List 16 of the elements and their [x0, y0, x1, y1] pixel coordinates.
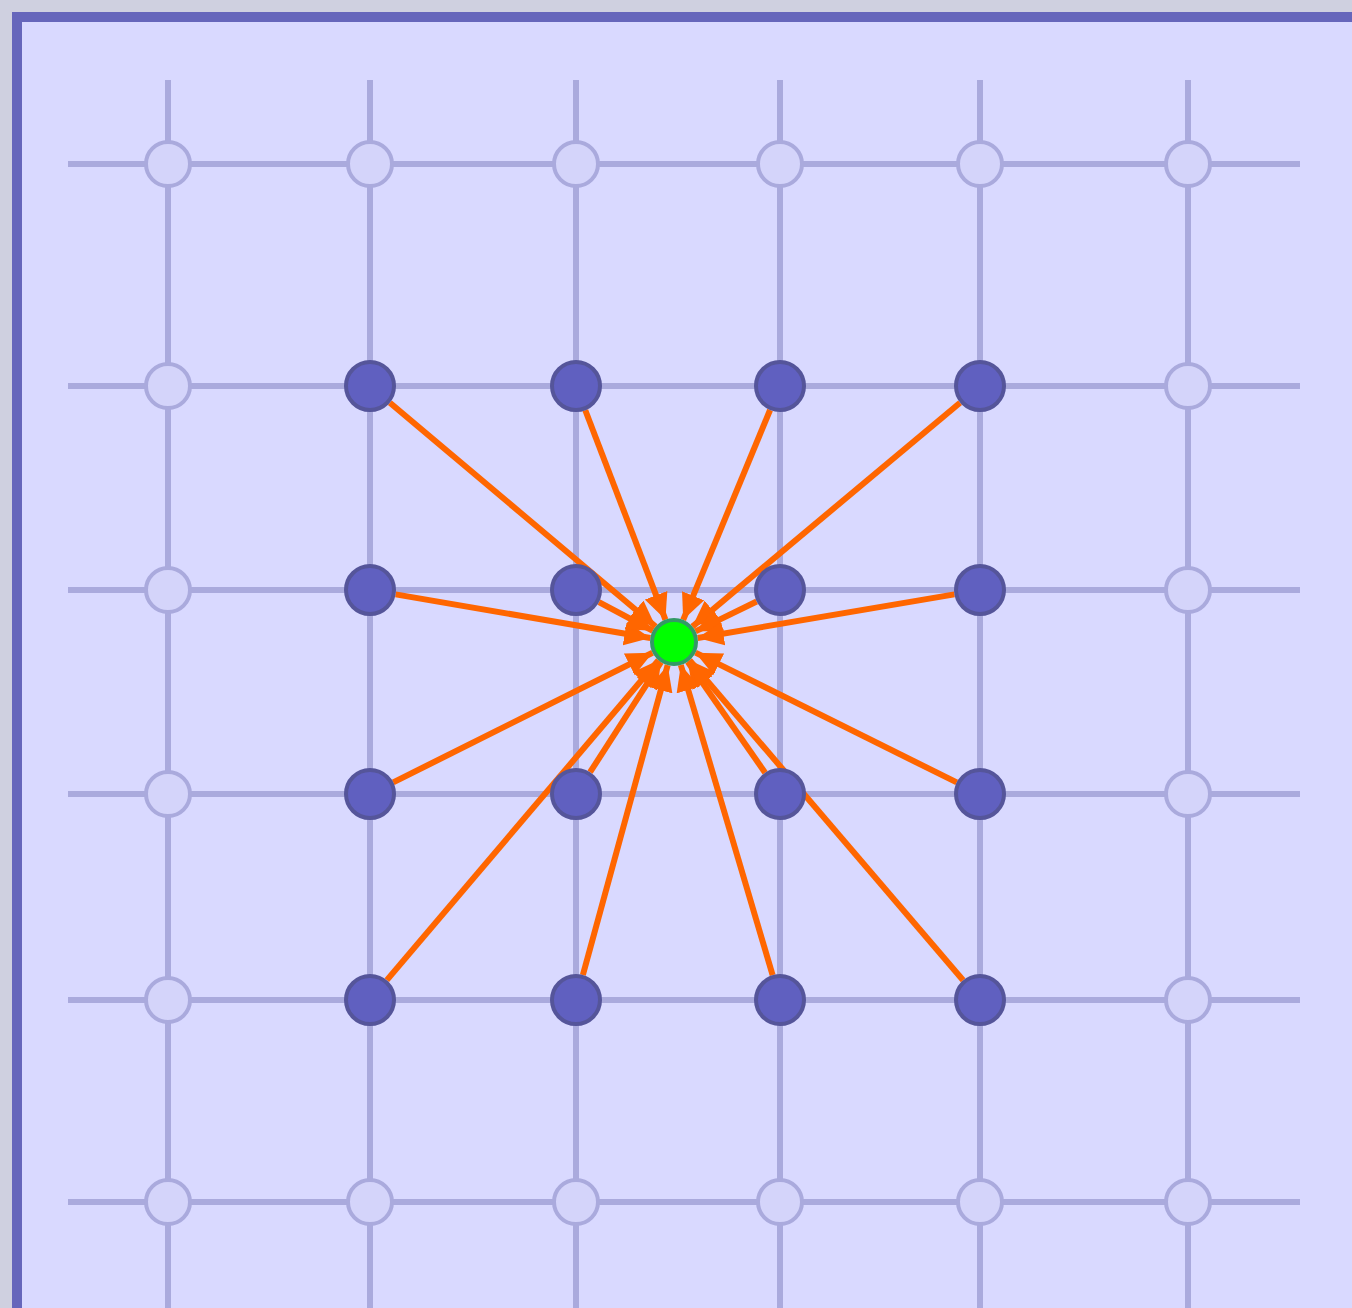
arrow: [680, 408, 773, 621]
arrow: [387, 400, 658, 629]
arrow: [582, 409, 669, 621]
arrow: [579, 664, 673, 976]
arrow: [697, 591, 955, 646]
arrow: [690, 400, 962, 629]
arrow: [395, 591, 651, 646]
arrow: [694, 598, 758, 635]
arrow: [384, 658, 661, 983]
arrow: [587, 660, 664, 774]
arrow: [694, 650, 959, 786]
arrow: [391, 650, 654, 786]
arrow: [685, 659, 768, 775]
arrow: [676, 664, 776, 976]
arrow: [687, 658, 966, 983]
arrow: [597, 599, 655, 634]
